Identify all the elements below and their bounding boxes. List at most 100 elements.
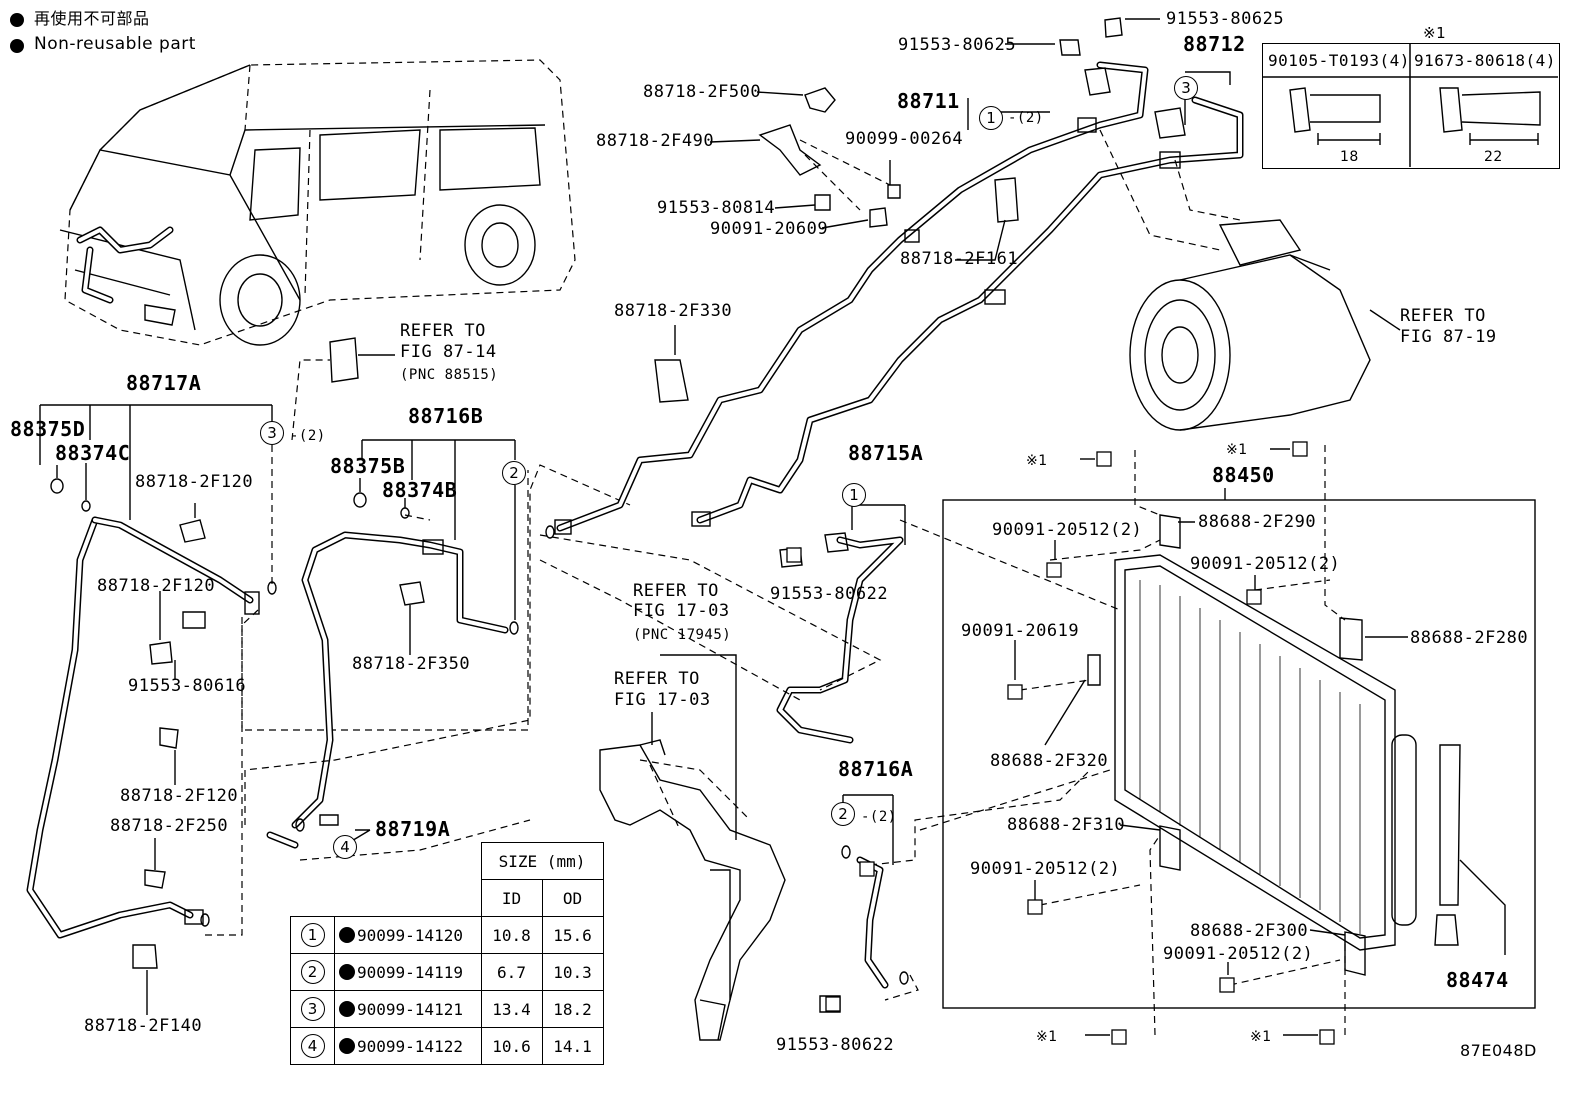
o-ring-2-qty: -(2) bbox=[861, 809, 897, 825]
legend-en: Non-reusable part bbox=[34, 34, 196, 54]
row-id: 13.4 bbox=[480, 990, 543, 1028]
row-number-circle: 2 bbox=[300, 960, 325, 984]
part-label-88688-2f300[interactable]: 88688-2F300 bbox=[1190, 921, 1309, 941]
part-label-88715a[interactable]: 88715A bbox=[848, 441, 924, 465]
part-label-88450[interactable]: 88450 bbox=[1212, 463, 1275, 487]
part-label-88688-2f280[interactable]: 88688-2F280 bbox=[1410, 628, 1529, 648]
pipe-88716b bbox=[266, 492, 519, 849]
part-label-88718-2f120-b[interactable]: 88718-2F120 bbox=[97, 576, 216, 596]
inset-right-part[interactable]: 91673-80618(4) bbox=[1414, 51, 1556, 70]
row-number-circle: 1 bbox=[300, 923, 325, 947]
inset-left-dim: 18 bbox=[1340, 149, 1359, 165]
part-label-88718-2f120-a[interactable]: 88718-2F120 bbox=[135, 472, 254, 492]
part-label-88474[interactable]: 88474 bbox=[1446, 968, 1509, 992]
part-label-88718-2f250[interactable]: 88718-2F250 bbox=[110, 816, 229, 836]
part-label-88374c[interactable]: 88374C bbox=[55, 441, 131, 465]
diagram-code: 87E048D bbox=[1460, 1041, 1537, 1060]
row-part-number[interactable]: 90099-14121 bbox=[357, 999, 463, 1019]
row-part-number[interactable]: 90099-14122 bbox=[357, 1036, 463, 1056]
row-od: 18.2 bbox=[541, 990, 604, 1028]
refer-fig-87-19-line2[interactable]: FIG 87-19 bbox=[1400, 327, 1497, 347]
bracket-drawing bbox=[599, 739, 786, 1041]
part-label-88712[interactable]: 88712 bbox=[1183, 32, 1246, 56]
part-label-88716a[interactable]: 88716A bbox=[838, 757, 914, 781]
o-ring-callout-3[interactable]: 3 bbox=[1174, 76, 1198, 100]
non-reusable-dot-icon bbox=[10, 13, 24, 27]
non-reusable-dot-icon bbox=[339, 1037, 355, 1054]
part-label-88711[interactable]: 88711 bbox=[897, 89, 960, 113]
o-ring-callout-4[interactable]: 4 bbox=[333, 835, 357, 859]
o-ring-size-table: SIZE (mm) ID OD 1 90099-14120 10.8 15.6 … bbox=[290, 842, 604, 1065]
part-label-90091-20512-a[interactable]: 90091-20512(2) bbox=[992, 520, 1143, 540]
table-row: 2 90099-14119 6.7 10.3 bbox=[290, 953, 604, 991]
condenser-drawing bbox=[1114, 554, 1506, 955]
part-label-90091-20512-b[interactable]: 90091-20512(2) bbox=[1190, 554, 1341, 574]
refer-fig-17-03-a-line2[interactable]: FIG 17-03 bbox=[633, 601, 730, 621]
refer-fig-17-03-a-line1: REFER TO bbox=[633, 581, 719, 601]
o-ring-callout-1[interactable]: 1 bbox=[979, 106, 1003, 130]
part-label-90091-20512-c[interactable]: 90091-20512(2) bbox=[970, 859, 1121, 879]
part-label-90099-00264[interactable]: 90099-00264 bbox=[845, 129, 964, 149]
refer-fig-87-19-line1: REFER TO bbox=[1400, 306, 1486, 326]
part-label-88716b[interactable]: 88716B bbox=[408, 404, 484, 428]
part-label-88718-2f350[interactable]: 88718-2F350 bbox=[352, 654, 471, 674]
o-ring-3-qty: -(2) bbox=[290, 428, 326, 444]
row-number-circle: 3 bbox=[300, 997, 325, 1021]
refer-fig-87-14-line1: REFER TO bbox=[400, 321, 486, 341]
inset-mark: ※1 bbox=[1423, 24, 1447, 42]
part-label-88375b[interactable]: 88375B bbox=[330, 454, 406, 478]
part-label-88375d[interactable]: 88375D bbox=[10, 417, 86, 441]
part-label-88718-2f490[interactable]: 88718-2F490 bbox=[596, 131, 715, 151]
part-label-88719a[interactable]: 88719A bbox=[375, 817, 451, 841]
part-label-91553-80625-a[interactable]: 91553-80625 bbox=[898, 35, 1017, 55]
o-ring-callout-3[interactable]: 3 bbox=[260, 421, 284, 445]
bolt-inset-box bbox=[1262, 43, 1560, 169]
size-table-header-row: SIZE (mm) bbox=[291, 842, 604, 880]
inset-bolt-drawings bbox=[1262, 43, 1558, 167]
part-label-88374b[interactable]: 88374B bbox=[382, 478, 458, 502]
part-label-88718-2f161[interactable]: 88718-2F161 bbox=[900, 249, 1019, 269]
row-part-number[interactable]: 90099-14119 bbox=[357, 962, 463, 982]
non-reusable-dot-icon bbox=[10, 39, 24, 53]
mark-1-c: ※1 bbox=[1036, 1029, 1058, 1045]
o-ring-callout-2[interactable]: 2 bbox=[831, 802, 855, 826]
row-id: 10.6 bbox=[480, 1027, 543, 1065]
inset-right-dim: 22 bbox=[1484, 149, 1503, 165]
refer-fig-17-03-a-pnc: (PNC 17945) bbox=[633, 627, 732, 643]
row-od: 14.1 bbox=[541, 1027, 604, 1065]
inset-left-part[interactable]: 90105-T0193(4) bbox=[1268, 51, 1410, 70]
part-label-91553-80625-b[interactable]: 91553-80625 bbox=[1166, 9, 1285, 29]
row-od: 15.6 bbox=[541, 916, 604, 954]
part-label-88688-2f310[interactable]: 88688-2F310 bbox=[1007, 815, 1126, 835]
refer-fig-87-14-line2[interactable]: FIG 87-14 bbox=[400, 342, 497, 362]
part-label-91553-80622-a[interactable]: 91553-80622 bbox=[770, 584, 889, 604]
o-ring-callout-1[interactable]: 1 bbox=[842, 483, 866, 507]
part-label-90091-20512-d[interactable]: 90091-20512(2) bbox=[1163, 944, 1314, 964]
row-od: 10.3 bbox=[541, 953, 604, 991]
part-label-88718-2f330[interactable]: 88718-2F330 bbox=[614, 301, 733, 321]
mark-1-d: ※1 bbox=[1250, 1029, 1272, 1045]
part-label-91553-80622-b[interactable]: 91553-80622 bbox=[776, 1035, 895, 1055]
refer-fig-17-03-b-line1: REFER TO bbox=[614, 669, 700, 689]
non-reusable-dot-icon bbox=[339, 926, 355, 943]
part-label-88717a[interactable]: 88717A bbox=[126, 371, 202, 395]
part-label-88688-2f320[interactable]: 88688-2F320 bbox=[990, 751, 1109, 771]
o-ring-callout-2[interactable]: 2 bbox=[502, 461, 526, 485]
table-row: 4 90099-14122 10.6 14.1 bbox=[290, 1027, 604, 1065]
non-reusable-dot-icon bbox=[339, 1000, 355, 1017]
part-label-88718-2f120-c[interactable]: 88718-2F120 bbox=[120, 786, 239, 806]
pipe-88711 bbox=[545, 61, 1149, 539]
part-label-90091-20619[interactable]: 90091-20619 bbox=[961, 621, 1080, 641]
part-label-88718-2f500[interactable]: 88718-2F500 bbox=[643, 82, 762, 102]
size-col-id: ID bbox=[480, 879, 543, 917]
part-label-88688-2f290[interactable]: 88688-2F290 bbox=[1198, 512, 1317, 532]
part-label-88718-2f140[interactable]: 88718-2F140 bbox=[84, 1016, 203, 1036]
table-row: 3 90099-14121 13.4 18.2 bbox=[290, 990, 604, 1028]
row-part-number[interactable]: 90099-14120 bbox=[357, 925, 463, 945]
part-label-91553-80814[interactable]: 91553-80814 bbox=[657, 198, 776, 218]
part-label-90091-20609[interactable]: 90091-20609 bbox=[710, 219, 829, 239]
part-label-91553-80616[interactable]: 91553-80616 bbox=[128, 676, 247, 696]
refer-fig-17-03-b-line2[interactable]: FIG 17-03 bbox=[614, 690, 711, 710]
size-col-od: OD bbox=[541, 879, 604, 917]
